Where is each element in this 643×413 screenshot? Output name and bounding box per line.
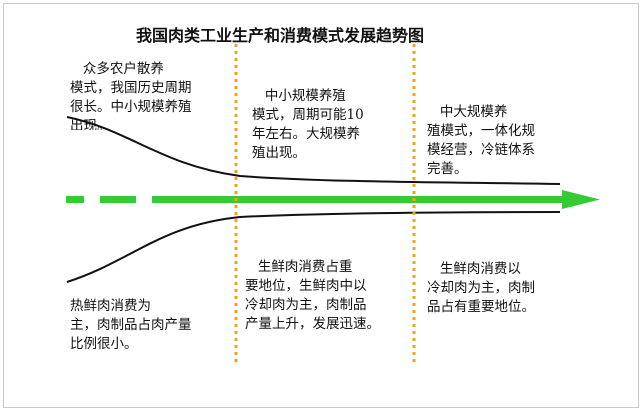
arrow-dash-1 [66, 196, 84, 203]
consumption-trend-curve [66, 211, 561, 283]
stage-2-production-text: 中小规模养殖 模式，周期可能10 年左右。大规模养 殖出现。 [252, 88, 364, 161]
timeline-arrow [66, 190, 600, 209]
stage-3-consumption-text: 生鲜肉消费以 冷却肉为主，肉制 品占有重要地位。 [427, 261, 535, 315]
arrow-dash-2 [100, 196, 136, 203]
arrow-head [562, 190, 600, 209]
stage-1-production-text: 众多农户散养 模式，我国历史周期 很长。中小规模养殖 出现。 [70, 61, 192, 130]
arrow-shaft [152, 196, 564, 203]
stage-2-consumption-text: 生鲜肉消费占重 要地位，生鲜肉中以 冷却肉为主，肉制品 产量上升，发展迅速。 [245, 259, 380, 332]
stage-1-consumption-text: 热鲜肉消费为 主，肉制品占肉产量 比例很小。 [70, 298, 192, 352]
diagram-title: 我国肉类工业生产和消费模式发展趋势图 [135, 26, 424, 45]
production-trend-curve [66, 116, 561, 185]
diagram-frame [3, 3, 639, 408]
stage-3-production-text: 中大规模养 殖模式，一体化规 模经营，冷链体系 完善。 [427, 104, 535, 177]
